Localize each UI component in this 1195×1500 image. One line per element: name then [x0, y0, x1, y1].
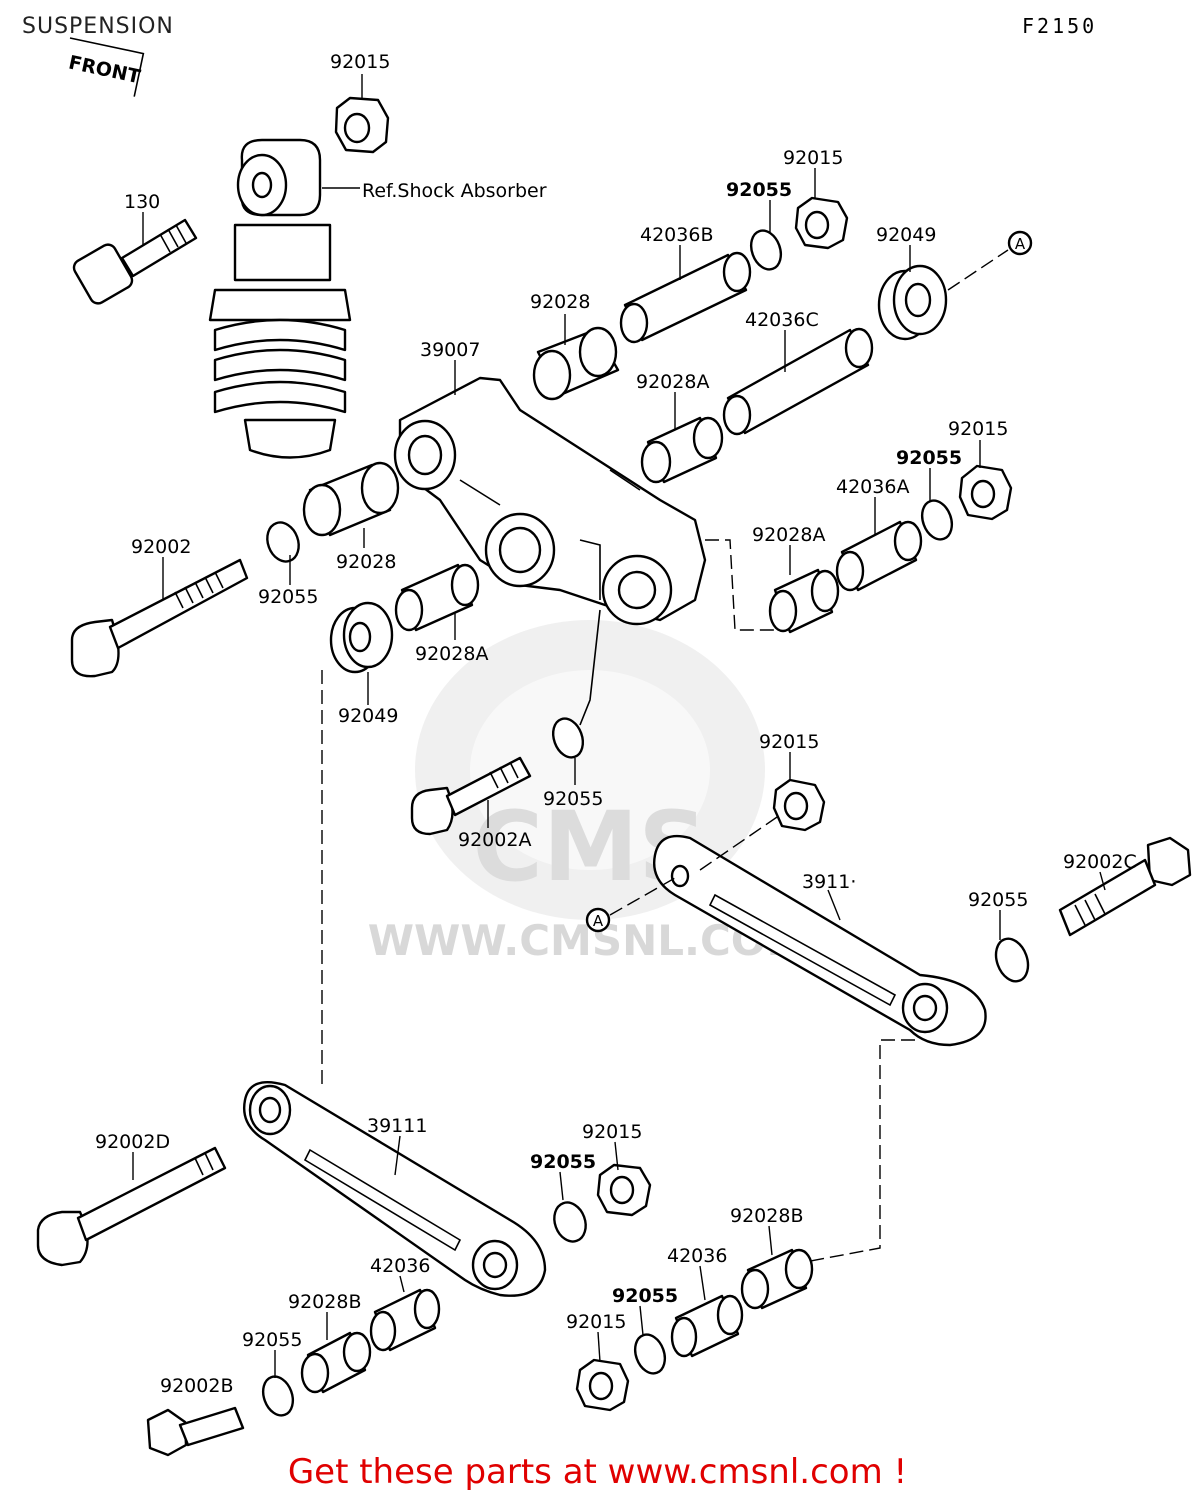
seal-92049-upper: [877, 249, 1009, 341]
part-label-92055: 92055: [530, 1151, 596, 1173]
front-label: FRONT: [67, 52, 143, 89]
ring-92055-link: [994, 937, 1030, 983]
nut-92015-lower-middle: [596, 1163, 652, 1217]
nut-92015-right: [958, 464, 1013, 521]
ring-92055-lower-left: [261, 1375, 295, 1417]
link-39111: [243, 1080, 547, 1297]
part-label-92028: 92028: [530, 291, 590, 313]
bolt-92002B: [146, 1406, 245, 1457]
bolt-92002A: [410, 756, 532, 836]
part-label-42036: 42036: [667, 1245, 727, 1267]
part-label-92002: 92002: [131, 536, 191, 558]
part-label-92028A: 92028A: [752, 524, 825, 546]
seal-92049-left: [321, 601, 394, 1085]
part-label-42036A: 42036A: [836, 476, 909, 498]
part-label-92055: 92055: [896, 447, 962, 469]
bushing-92028B-lower-right: [740, 1248, 814, 1310]
part-label-92002A: 92002A: [458, 829, 531, 851]
part-label-42036B: 42036B: [640, 224, 713, 246]
link-3911x: [609, 814, 987, 1263]
ring-92055-left: [266, 521, 300, 563]
part-label-92015: 92015: [582, 1121, 642, 1143]
bolt-92002: [70, 558, 249, 678]
part-label-92028B: 92028B: [288, 1291, 361, 1313]
part-label-92049: 92049: [338, 705, 398, 727]
part-label-92015: 92015: [783, 147, 843, 169]
part-label-92049: 92049: [876, 224, 936, 246]
part-label-3911x: 3911·: [802, 871, 856, 893]
shock-absorber: [208, 138, 360, 459]
bushing-92028-left: [302, 461, 400, 537]
ring-92055-lower-middle: [553, 1201, 587, 1243]
part-label-92002C: 92002C: [1063, 851, 1137, 873]
diagram-title: SUSPENSION: [22, 14, 174, 39]
part-label-92002B: 92002B: [160, 1375, 233, 1397]
bolt-130: [72, 218, 198, 305]
sleeve-42036-lower-left: [369, 1288, 441, 1352]
promo-link-text[interactable]: Get these parts at www.cmsnl.com !: [287, 1452, 908, 1492]
part-label-92055: 92055: [543, 788, 603, 810]
shock-ref-label: Ref.Shock Absorber: [362, 180, 547, 202]
ring-92055-lower-right: [633, 1333, 667, 1375]
part-label-92055: 92055: [612, 1285, 678, 1307]
figure-reference-code: F2150: [1022, 14, 1098, 38]
bushing-92028A-upper: [640, 416, 724, 484]
ring-92055-middle: [551, 609, 601, 759]
svg-text:A: A: [1015, 235, 1026, 253]
nut-92015-lower-right: [575, 1358, 630, 1412]
sleeve-42036C: [722, 327, 874, 436]
part-labels: 92015 Ref.Shock Absorber 130 92015 92055…: [95, 51, 1137, 1397]
part-label-130: 130: [124, 191, 160, 213]
part-label-92028A: 92028A: [415, 643, 488, 665]
svg-text:A: A: [593, 912, 604, 930]
part-label-39007: 39007: [420, 339, 480, 361]
sleeve-42036B: [619, 251, 752, 344]
nut-92015-link: [772, 778, 826, 832]
part-label-92055: 92055: [726, 179, 792, 201]
part-label-92015: 92015: [948, 418, 1008, 440]
ring-92055-right: [920, 499, 954, 541]
part-label-92055: 92055: [968, 889, 1028, 911]
sleeve-42036A: [835, 520, 923, 592]
bushing-92028A-left: [394, 563, 480, 632]
part-label-92015: 92015: [566, 1311, 626, 1333]
callout-marker-a-upper: A: [1007, 230, 1033, 256]
relay-arm-39007: [393, 376, 707, 626]
bushing-92028B-lower-left: [300, 1331, 372, 1394]
front-direction-tag: FRONT: [67, 37, 145, 97]
part-label-92015: 92015: [759, 731, 819, 753]
part-label-42036: 42036: [370, 1255, 430, 1277]
leader-lines: [132, 74, 1106, 1378]
part-label-92015: 92015: [330, 51, 390, 73]
part-label-92028A: 92028A: [636, 371, 709, 393]
callout-marker-a-lower: A: [585, 907, 611, 933]
part-label-92055: 92055: [242, 1329, 302, 1351]
part-label-42036C: 42036C: [745, 309, 819, 331]
bolt-92002D: [36, 1146, 227, 1267]
sleeve-42036-lower-right: [670, 1294, 744, 1358]
nut-92015-top: [334, 96, 390, 154]
part-label-39111: 39111: [367, 1115, 427, 1137]
part-label-92002D: 92002D: [95, 1131, 170, 1153]
part-label-92028B: 92028B: [730, 1205, 803, 1227]
bolt-92002C: [1058, 836, 1192, 937]
nut-92015-upper-right: [794, 196, 849, 250]
part-label-92055: 92055: [258, 586, 318, 608]
part-label-92028: 92028: [336, 551, 396, 573]
bushing-92028A-right: [705, 539, 840, 634]
bushing-92028-upper: [532, 326, 620, 401]
ring-92055-upper-right: [749, 229, 783, 271]
